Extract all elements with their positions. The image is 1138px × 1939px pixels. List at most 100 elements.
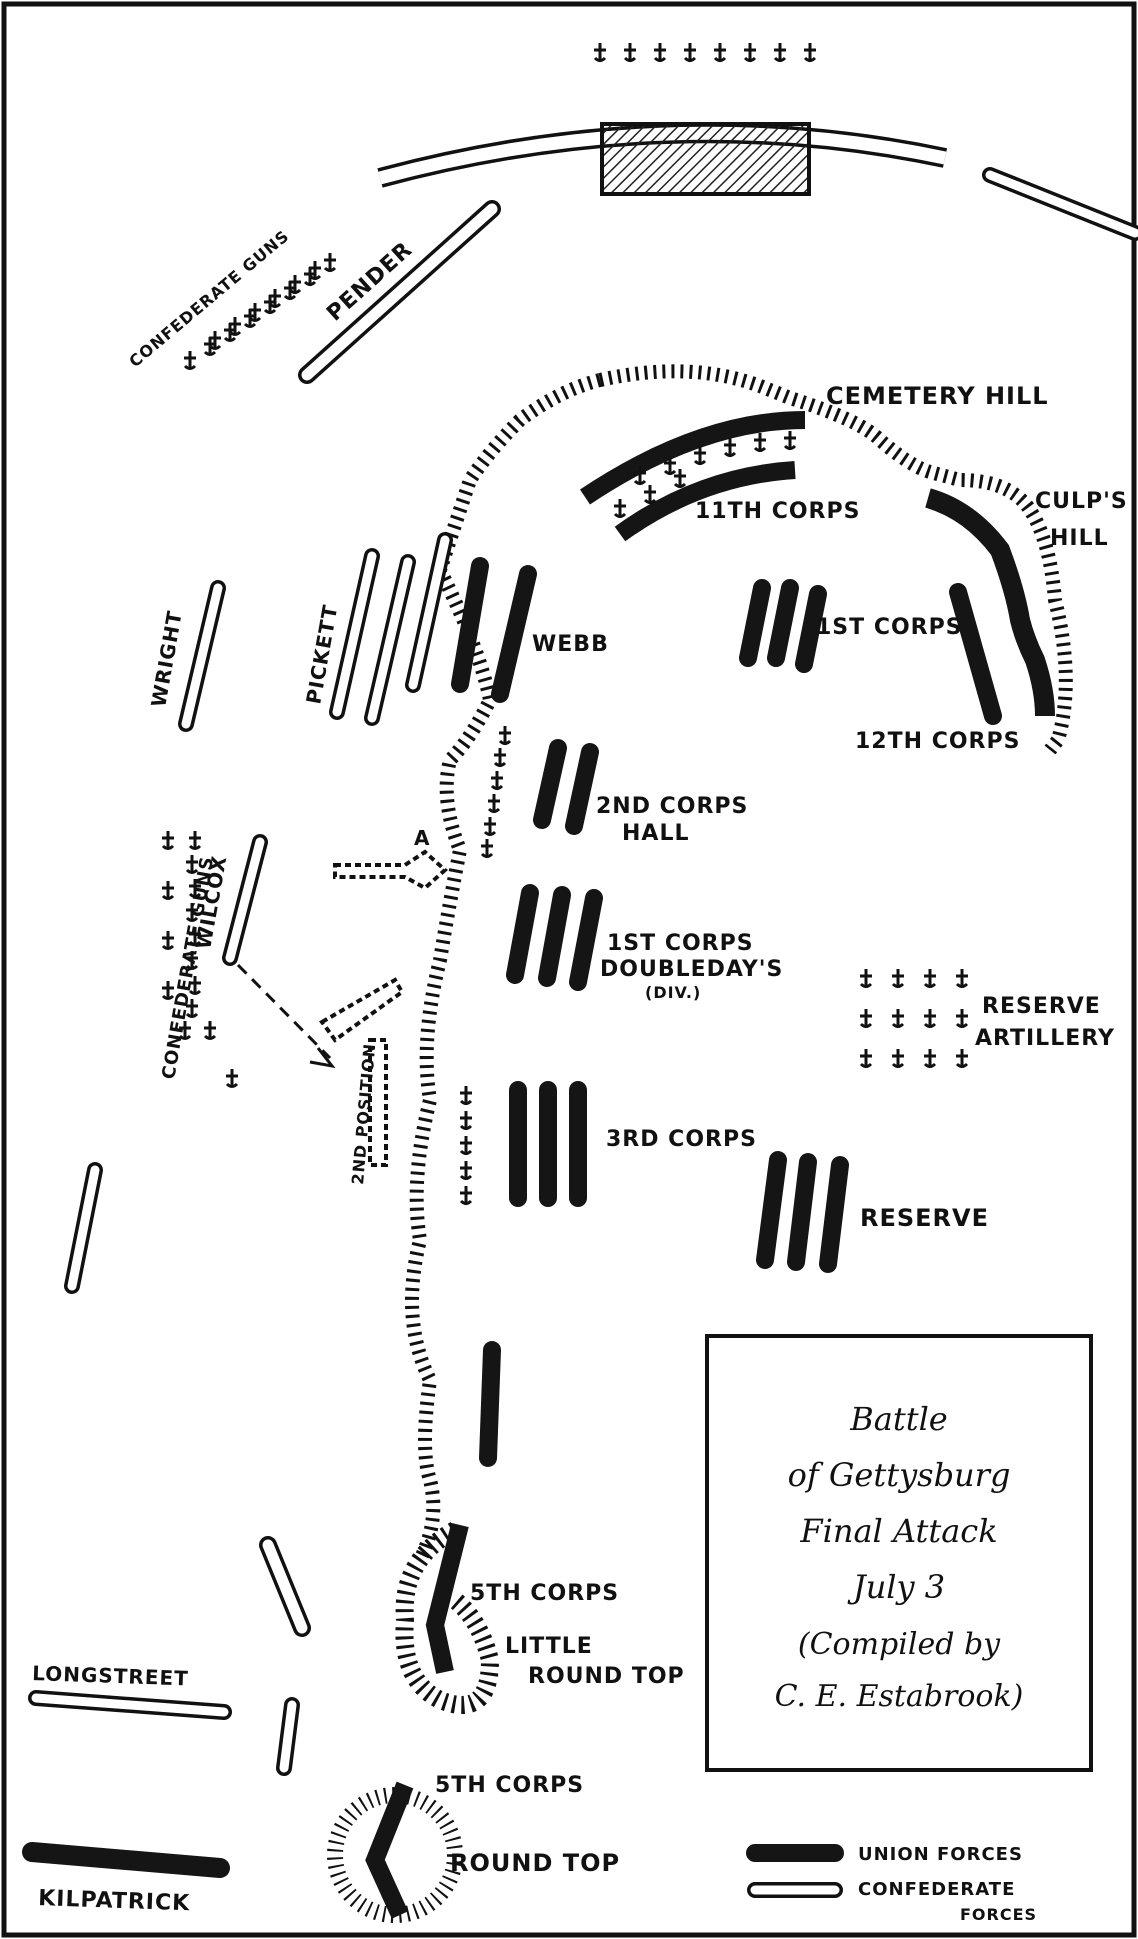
cannon-icon [323,253,337,272]
title-line-6: C. E. Estabrook) [775,1679,1024,1714]
second-corps-label-2: HALL [622,821,689,846]
confederate-guns-left [161,831,239,1088]
title-line-1: Battle [849,1400,947,1438]
cannon-icon [643,485,657,504]
union-webb-line-1 [451,557,489,693]
title-line-3: Final Attack [799,1512,997,1550]
confederate-line-south [276,1697,300,1776]
cannon-icon [161,931,175,950]
cemetery-ridge-line [405,566,498,1564]
cannon-icon [178,1021,192,1040]
cannon-icon [493,748,507,767]
cannon-icon [185,903,199,922]
cannon-icon [228,317,242,336]
union-reserve-line-3 [819,1156,849,1273]
cannon-icon [459,1136,473,1155]
union-guns-3rd-corps [459,1086,473,1205]
cannon-icon [183,351,197,370]
union-second-corps-line-1 [533,739,567,829]
legend-confederate-label-1: CONFEDERATE [858,1879,1015,1900]
cannon-icon [490,771,504,790]
pickett-line-1 [329,548,380,720]
cannon-icon [693,446,707,465]
cannon-icon [225,1069,239,1088]
cannon-icon [459,1111,473,1130]
cannon-icon [161,981,175,1000]
wilcox-line [222,834,268,966]
confederate-guns-top [183,253,337,370]
reserve-artillery-label-2: ARTILLERY [975,1026,1115,1051]
union-line-cemetery-outer [579,411,806,505]
reserve-artillery-label-1: RESERVE [982,994,1101,1019]
union-twelfth-corps-line [949,583,1002,725]
union-first-corps-top-3 [795,585,827,673]
cannon-icon [185,855,199,874]
cemetery-guns [613,431,797,518]
little-round-top-label-2: ROUND TOP [528,1664,685,1689]
confederate-line-little-round-top [259,1536,311,1637]
cannon-icon [803,43,817,62]
round-top-label: ROUND TOP [450,1849,620,1877]
pender-line [298,200,501,384]
cannon-icon [633,466,647,485]
cannon-icon [683,43,697,62]
longstreet-label: LONGSTREET [32,1661,189,1690]
fifth-corps-label-2: 5TH CORPS [435,1773,584,1798]
twelfth-corps-label: 12TH CORPS [855,729,1020,754]
union-fifth-corps-line-1 [425,1522,469,1674]
union-doubleday-line-3 [569,889,603,991]
cannon-icon [185,999,199,1018]
gettysburg-town-block [600,122,811,196]
cannon-icon [891,969,905,988]
cannon-icon [955,969,969,988]
cannon-icon [188,831,202,850]
title-line-5: (Compiled by [798,1627,1001,1662]
cannon-icon [923,1009,937,1028]
arrow-head-icon [309,1047,336,1069]
cannon-icon [268,289,282,308]
union-line-center-south [479,1341,501,1467]
cannon-icon [248,303,262,322]
cannon-icon [161,831,175,850]
wilcox-movement-arrow [236,963,332,1060]
marker-a-label: A [414,826,430,850]
legend-confederate-label-2: FORCES [960,1905,1037,1924]
cemetery-hill-label: CEMETERY HILL [826,382,1049,410]
cannon-icon [955,1009,969,1028]
cannon-icon [743,43,757,62]
cannon-icon [891,1009,905,1028]
cannon-icon [623,43,637,62]
union-line-cemetery-inner [614,461,796,542]
first-corps-label-3: (DIV.) [645,983,701,1002]
legend-union-label: UNION FORCES [858,1844,1023,1865]
wright-line [178,580,226,732]
cannon-icon [188,879,202,898]
cannon-icon [487,794,501,813]
first-corps-top-label: 1ST CORPS [816,615,963,640]
cannon-icon [773,43,787,62]
cannon-icon [593,43,607,62]
union-kilpatrick-line [22,1842,230,1878]
cannon-icon [859,1009,873,1028]
cannon-icon [783,431,797,450]
little-round-top-label-1: LITTLE [505,1634,593,1659]
cannon-icon [923,969,937,988]
position-a-outline [333,849,448,891]
title-line-2: of Gettysburg [788,1456,1011,1494]
cannon-icon [713,43,727,62]
union-reserve-line-1 [756,1151,787,1269]
cannon-icon [663,456,677,475]
confederate-line-west [64,1162,103,1294]
cannon-icon [498,726,512,745]
reserve-label: RESERVE [860,1204,989,1232]
cannon-icon [288,275,302,294]
title-box [705,1334,1093,1772]
cannon-icon [208,331,222,350]
title-line-4: July 3 [847,1568,945,1606]
third-corps-label: 3RD CORPS [606,1127,757,1152]
fifth-corps-label-1: 5TH CORPS [470,1581,619,1606]
pickett-line-3 [405,532,453,693]
cannon-icon [723,438,737,457]
